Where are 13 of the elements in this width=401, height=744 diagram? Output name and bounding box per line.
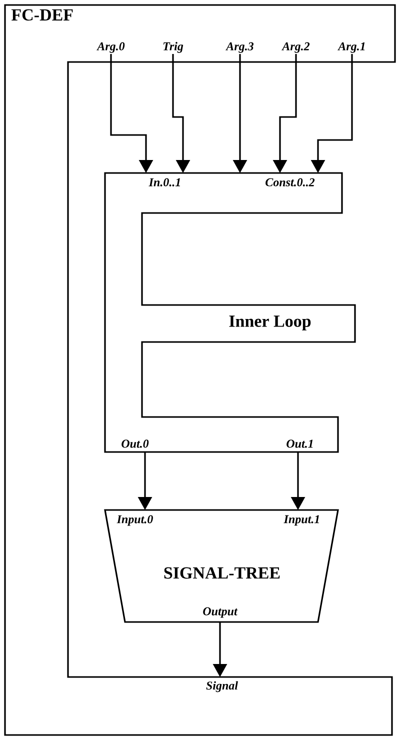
port-label: Arg.1 (338, 42, 365, 53)
port-label: Out.1 (286, 440, 313, 448)
port-label: Arg.0 (96, 42, 125, 53)
port-label: Input.1 (284, 515, 319, 526)
port-label: Output (203, 607, 238, 618)
port-label: Out.0 (122, 440, 149, 448)
port-label: Trig (163, 42, 184, 53)
port-label: Arg.3 (226, 42, 254, 53)
port-label: Signal (206, 681, 238, 692)
port-label: Input.0 (116, 515, 153, 526)
port-label: Arg.2 (282, 42, 310, 53)
port-label: In.0..1 (148, 178, 180, 186)
port-label: Const.0..2 (266, 178, 315, 186)
